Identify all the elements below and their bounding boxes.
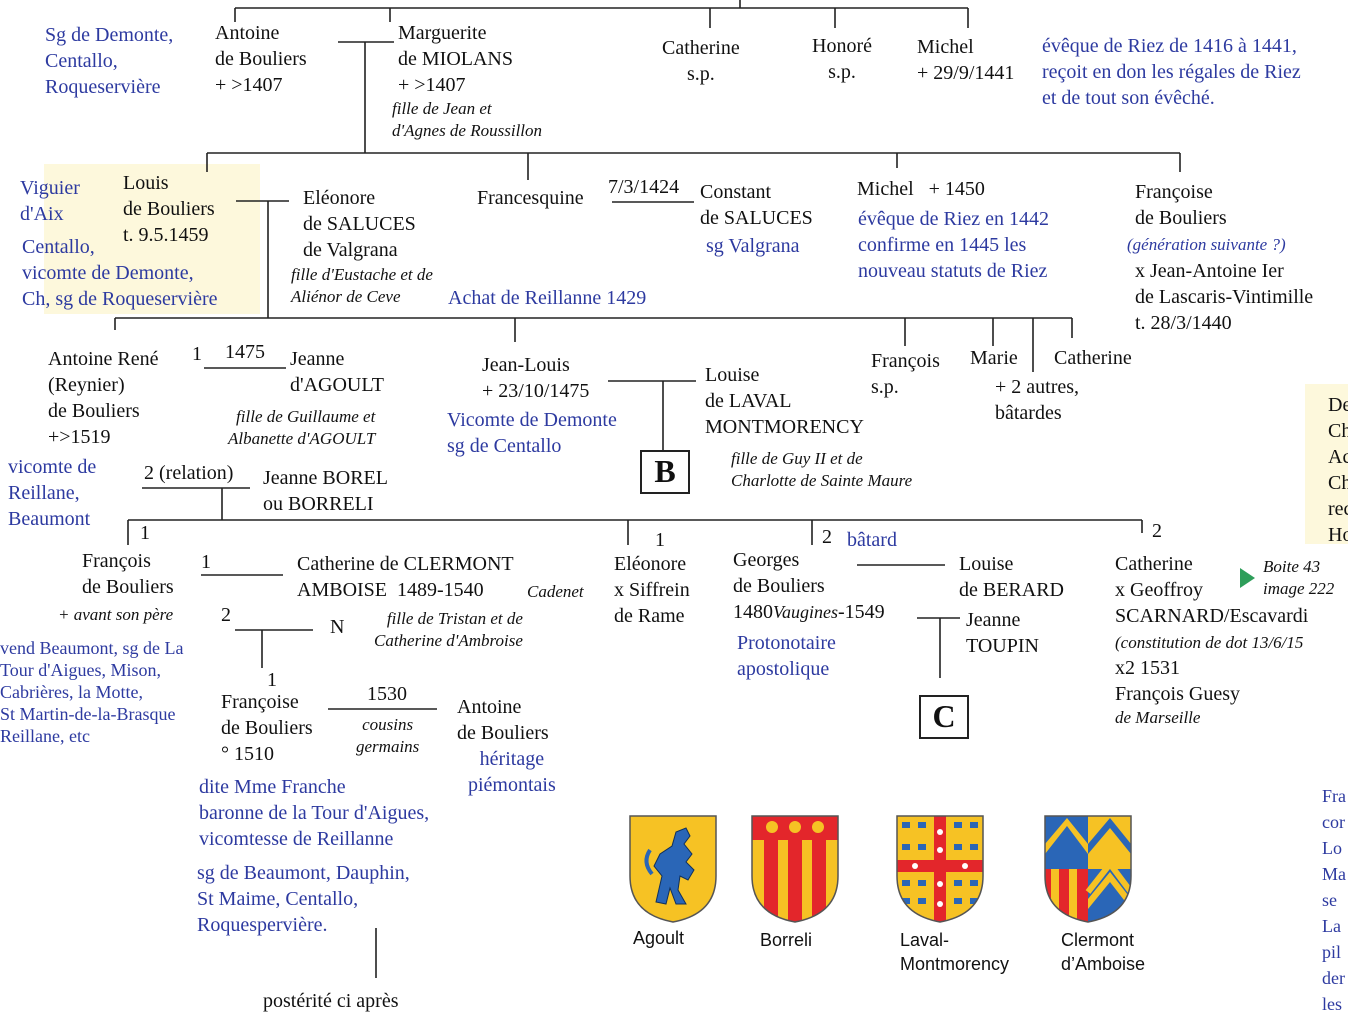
- right-cut-text-2: Fra cor Lo Ma se La pil der les: [1322, 786, 1346, 1014]
- eleonore-de-saluces: Eléonore de SALUCES de Valgrana: [303, 187, 416, 261]
- antoine-de-bouliers: Antoine de Bouliers + >1407: [215, 22, 307, 96]
- antoine-heritage: héritage piémontais: [468, 748, 556, 796]
- jeanne-dagoult: Jeanne d'AGOULT: [290, 348, 384, 396]
- borreli-label: Borreli: [760, 930, 813, 950]
- eleonore-parents: fille d'Eustache et de Aliénor de Ceve: [291, 265, 433, 306]
- catherine-g3: Catherine: [1054, 347, 1132, 369]
- clermont-amboise-label: Clermont d’Amboise: [1061, 930, 1146, 974]
- francoise-titles-a: dite Mme Franche baronne de la Tour d'Ai…: [199, 776, 430, 850]
- agoult-coat-of-arms: [628, 814, 718, 929]
- catherine-place: de Marseille: [1115, 708, 1201, 727]
- antoine-rene: Antoine René (Reynier) de Bouliers +>151…: [48, 348, 159, 448]
- georges-titles: Protonotaire apostolique: [737, 632, 836, 680]
- michel-bishop-note: évêque de Riez de 1416 à 1441, reçoit en…: [1042, 35, 1301, 109]
- marriage-date-1424: 7/3/1424: [608, 176, 680, 198]
- posterite-ci-apres: postérité ci après: [263, 990, 399, 1012]
- jean-louis-titles: Vicomte de Demonte sg de Centallo: [447, 409, 617, 457]
- louis-titles-aix: Viguier d'Aix: [20, 177, 80, 225]
- constant-title: sg Valgrana: [706, 235, 800, 257]
- batard-label: bâtard: [847, 529, 897, 551]
- laval-montmorency-coat-of-arms: [895, 814, 985, 929]
- louis-highlight: [44, 164, 260, 314]
- louise-parents: fille de Guy II et de Charlotte de Saint…: [731, 449, 913, 490]
- jeanne-borel: Jeanne BOREL ou BORRELI: [263, 467, 388, 515]
- louis-de-bouliers: Louis de Bouliers t. 9.5.1459: [123, 172, 215, 246]
- right-highlight: [1305, 384, 1348, 544]
- francoise-number: 1: [267, 669, 277, 691]
- honore-sp: Honoré s.p.: [812, 35, 872, 83]
- marguerite-parents: fille de Jean et d'Agnes de Roussillon: [392, 99, 543, 140]
- eleonore-number: 1: [655, 529, 665, 551]
- clermont-amboise-coat-of-arms: [1043, 814, 1133, 929]
- marriage-1475: 1475: [225, 341, 265, 363]
- francois-de-bouliers: François de Bouliers: [82, 550, 174, 598]
- francois-marriage-2: 2: [221, 604, 231, 626]
- antoine-rene-titles: vicomte de Reillane, Beaumont: [8, 456, 97, 530]
- laval-montmorency-label: Laval- Montmorency: [900, 930, 1010, 974]
- georges-number: 2: [822, 526, 832, 548]
- jeanne-parents: fille de Guillaume et Albanette d'AGOULT: [228, 407, 376, 448]
- louis-titles: Centallo, vicomte de Demonte, Ch, sg de …: [22, 236, 218, 310]
- michel-1441: Michel + 29/9/1441: [917, 36, 1015, 84]
- marriage-1530: 1530: [367, 683, 407, 705]
- francois-marriage-1: 1: [201, 551, 211, 573]
- relation-label: 2 (relation): [144, 462, 234, 484]
- francois-titles: vend Beaumont, sg de La Tour d'Aigues, M…: [0, 638, 184, 746]
- georges-death: -1549: [838, 601, 885, 623]
- catherine-second-marriage: x2 1531 François Guesy: [1115, 657, 1240, 705]
- francoise-de-bouliers: Françoise de Bouliers ° 1510: [221, 691, 313, 765]
- marie: Marie: [970, 347, 1018, 369]
- marriage-1-number: 1: [192, 343, 202, 365]
- marguerite-de-miolans: Marguerite de MIOLANS + >1407: [398, 22, 513, 96]
- catherine-clermont-parents: fille de Tristan et de Catherine d'Ambro…: [374, 609, 523, 650]
- francois-sp: François s.p.: [871, 350, 940, 398]
- michel-1450-note: évêque de Riez en 1442 confirme en 1445 …: [858, 208, 1050, 282]
- agoult-label: Agoult: [633, 928, 685, 948]
- francoise-titles-b: sg de Beaumont, Dauphin, St Maime, Centa…: [197, 862, 410, 936]
- georges-de-bouliers: Georges de Bouliers: [733, 549, 825, 597]
- louise-de-berard: Louise de BERARD: [959, 553, 1064, 601]
- eleonore-siffrein: Eléonore x Siffrein de Rame: [614, 553, 690, 627]
- borreli-coat-of-arms: [750, 814, 840, 929]
- jeanne-toupin: Jeanne TOUPIN: [966, 609, 1039, 657]
- arrow-icon[interactable]: [1240, 568, 1255, 588]
- georges-place: Vaugines: [773, 602, 838, 622]
- catherine-scarnard: Catherine x Geoffroy SCARNARD/Escavardi: [1115, 553, 1309, 627]
- box-b: B: [640, 450, 690, 494]
- right-cut-text-1: De Ch Ac Ch rec Ho: [1328, 394, 1348, 546]
- two-others: + 2 autres, bâtardes: [995, 376, 1080, 424]
- catherine-dot-note: (constitution de dot 13/6/15: [1115, 633, 1304, 652]
- catherine-sp: Catherine s.p.: [662, 37, 740, 85]
- georges-birth: 1480: [733, 601, 773, 623]
- francoise-de-bouliers-g2: Françoise de Bouliers: [1135, 181, 1227, 229]
- louise-de-laval: Louise de LAVAL MONTMORENCY: [705, 364, 864, 438]
- michel-1450: Michel + 1450: [857, 178, 985, 200]
- achat-reillanne: Achat de Reillanne 1429: [448, 287, 647, 309]
- antoine-de-bouliers-g5: Antoine de Bouliers: [457, 696, 549, 744]
- box-c: C: [919, 695, 969, 739]
- francois-note: + avant son père: [58, 605, 174, 624]
- francoise-note: (génération suivante ?): [1127, 235, 1286, 254]
- georges-dates: 1480Vaugines-1549: [733, 599, 885, 625]
- constant-de-saluces: Constant de SALUCES: [700, 181, 813, 229]
- child-1-number: 1: [140, 522, 150, 544]
- francoise-spouse: x Jean-Antoine Ier de Lascaris-Vintimill…: [1135, 260, 1314, 334]
- francesquine: Francesquine: [477, 187, 584, 209]
- cadenet: Cadenet: [527, 582, 584, 601]
- spouse-n: N: [330, 616, 345, 638]
- boite-reference[interactable]: Boite 43 image 222: [1263, 557, 1335, 598]
- catherine-number: 2: [1152, 520, 1162, 542]
- catherine-de-clermont: Catherine de CLERMONT AMBOISE 1489-1540: [297, 553, 514, 601]
- cousins-germains: cousins germains: [356, 715, 420, 756]
- jean-louis: Jean-Louis + 23/10/1475: [482, 354, 590, 402]
- antoine-titles: Sg de Demonte, Centallo, Roqueservière: [45, 24, 174, 98]
